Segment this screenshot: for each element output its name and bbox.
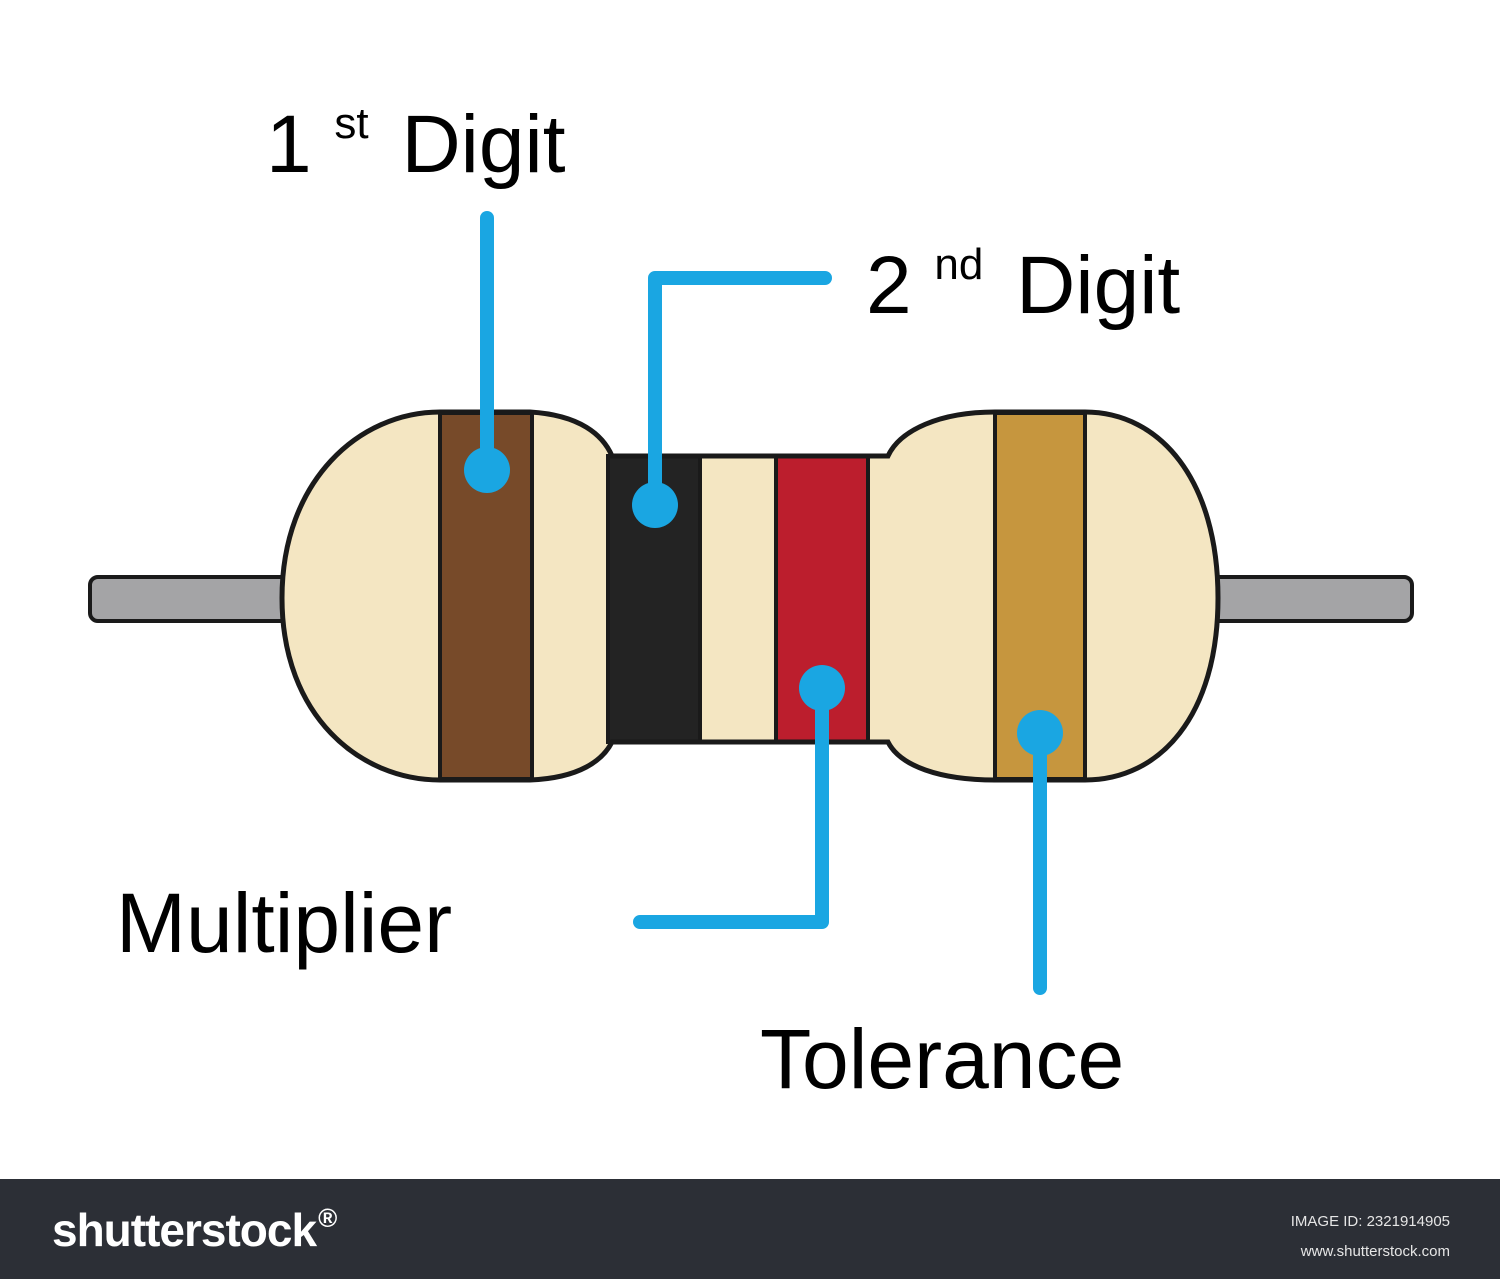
image-id: IMAGE ID: 2321914905	[1290, 1213, 1450, 1230]
label-first-digit-superscript: st	[334, 99, 368, 148]
label-first-digit: 1 st Digit	[266, 65, 566, 190]
label-first-digit-number: 1	[266, 99, 312, 190]
marker-dot-multiplier	[799, 665, 845, 711]
label-second-digit-number: 2	[866, 240, 912, 331]
label-first-digit-word: Digit	[401, 99, 565, 190]
label-tolerance: Tolerance	[760, 1012, 1124, 1106]
marker-dot-second-digit	[632, 482, 678, 528]
leader-line-second-digit	[648, 271, 832, 512]
brand-name: shutterstock	[52, 1204, 317, 1256]
label-second-digit-word: Digit	[1016, 240, 1180, 331]
label-second-digit: 2 nd Digit	[866, 206, 1180, 331]
brand-logo: shutterstock®	[52, 1203, 337, 1257]
brand-registered-mark: ®	[318, 1203, 337, 1233]
left-lead	[88, 575, 302, 623]
label-second-digit-superscript: nd	[934, 240, 983, 289]
leader-line-multiplier	[633, 681, 829, 929]
marker-dot-first-digit	[464, 447, 510, 493]
label-multiplier: Multiplier	[116, 876, 452, 970]
footer-bar: shutterstock® IMAGE ID: 2321914905 www.s…	[0, 1179, 1500, 1279]
right-lead	[1198, 575, 1414, 623]
marker-dot-tolerance	[1017, 710, 1063, 756]
source-url: www.shutterstock.com	[1300, 1243, 1450, 1260]
image-meta: IMAGE ID: 2321914905 www.shutterstock.co…	[1291, 1207, 1450, 1267]
resistor-color-code-diagram: 1 st Digit 2 nd Digit Multiplier Toleran…	[88, 65, 1414, 1106]
